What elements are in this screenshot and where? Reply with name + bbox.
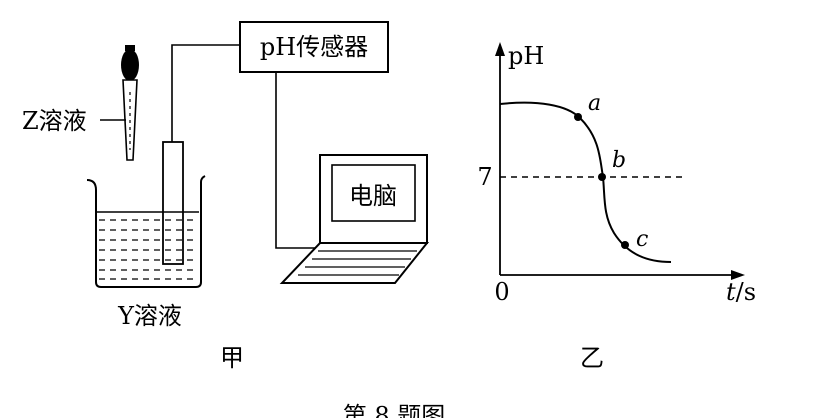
dropper: Z溶液	[22, 45, 139, 161]
point-c-label: c	[636, 227, 648, 252]
origin-label: 0	[494, 278, 509, 306]
laptop-keyboard	[279, 242, 430, 284]
liquid	[97, 212, 199, 284]
ph-probe	[162, 141, 184, 265]
apparatus-caption: 甲	[220, 344, 244, 372]
x-axis-label: t/s	[726, 278, 756, 306]
computer: 电脑	[279, 154, 430, 284]
probe-wire	[171, 44, 240, 142]
apparatus: pH传感器 电脑 Z溶液	[22, 21, 430, 372]
point-b	[598, 173, 606, 181]
x-axis-arrow	[731, 270, 745, 280]
point-a-label: a	[588, 91, 601, 116]
beaker: Y溶液	[86, 141, 206, 330]
laptop-inner-frame	[331, 164, 416, 222]
ph-graph: pH t/s 0 7 a b c 乙	[477, 42, 756, 372]
ph-sensor-box	[239, 21, 389, 73]
dropper-bulb	[121, 49, 139, 81]
graph-caption: 乙	[580, 344, 604, 372]
computer-wire	[275, 72, 318, 249]
computer-label: 电脑	[349, 182, 397, 210]
y-axis-arrow	[495, 42, 505, 56]
point-c	[621, 241, 629, 249]
y-axis-label: pH	[508, 42, 544, 70]
ph7-tick-label: 7	[477, 163, 492, 191]
beaker-body	[86, 175, 206, 288]
ph-sensor-label: pH传感器	[260, 33, 368, 61]
point-b-label: b	[612, 148, 626, 173]
dropper-label: Z溶液	[22, 107, 87, 135]
beaker-label: Y溶液	[117, 302, 182, 330]
liquid-texture	[99, 219, 197, 280]
point-a	[574, 113, 582, 121]
figure-caption: 第 8 题图	[343, 402, 446, 418]
